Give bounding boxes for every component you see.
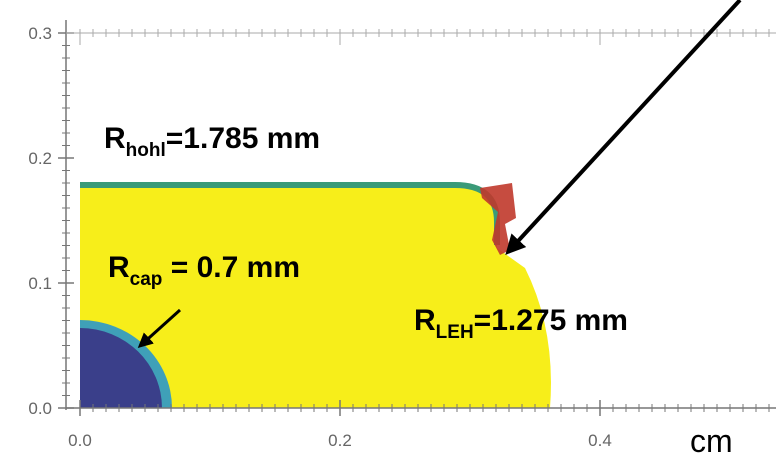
capsule-radius-label: Rcap = 0.7 mm: [108, 251, 300, 290]
hohlraum-radius-value: =1.785 mm: [165, 122, 321, 155]
leh-pointer-arrow: [505, 0, 742, 255]
hohlraum-radius-symbol: R: [104, 122, 126, 155]
hohlraum-radius-label: Rhohl=1.785 mm: [104, 122, 321, 161]
capsule: [80, 328, 162, 408]
x-tick-label: 0.2: [328, 431, 352, 450]
leh-radius-subscript: LEH: [435, 322, 474, 343]
x-axis: [66, 400, 776, 416]
top-axis: [66, 29, 776, 45]
x-tick-label: 0.4: [588, 431, 612, 450]
leh-radius-value: =1.275 mm: [473, 304, 628, 337]
capsule-radius-value: = 0.7 mm: [162, 251, 300, 284]
y-tick-label: 0.3: [28, 24, 52, 43]
x-unit-label: cm: [690, 423, 733, 459]
x-minor-ticks: [92, 404, 770, 412]
leh-radius-symbol: R: [414, 304, 436, 337]
y-minor-ticks: [62, 45, 70, 396]
x-tick-label: 0.0: [68, 431, 92, 450]
capsule-pointer-arrow: [137, 308, 182, 349]
capsule-radius-subscript: cap: [129, 269, 163, 290]
leh-radius-label: RLEH=1.275 mm: [414, 304, 628, 343]
hohlraum-radius-subscript: hohl: [125, 140, 166, 161]
y-tick-label: 0.0: [28, 399, 52, 418]
y-tick-label: 0.1: [28, 274, 52, 293]
y-tick-label: 0.2: [28, 149, 52, 168]
capsule-radius-symbol: R: [108, 251, 130, 284]
y-axis: [58, 20, 74, 410]
gas-fill-region: [80, 185, 551, 408]
